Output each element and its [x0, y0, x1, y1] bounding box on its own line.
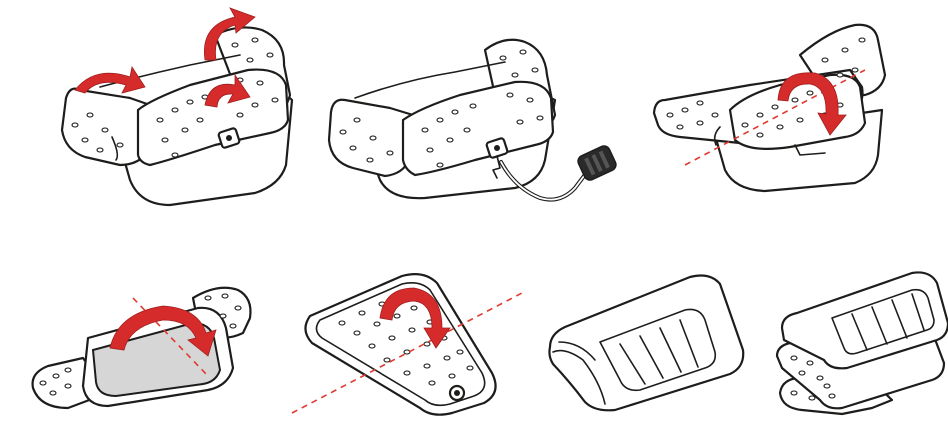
step-7-illustration — [772, 268, 948, 418]
step-5-illustration — [292, 268, 527, 418]
step-7-svg — [772, 268, 948, 418]
socket-hole — [454, 390, 460, 396]
step-1-illustration — [40, 5, 310, 215]
step-6-illustration — [545, 272, 750, 412]
folded-pad — [549, 276, 743, 411]
curved-arrow-icon — [75, 67, 145, 93]
step-4-svg — [28, 278, 258, 413]
step-6-svg — [545, 272, 750, 412]
socket-hole — [494, 145, 500, 151]
step-3-illustration — [650, 15, 940, 200]
step-2-illustration — [325, 20, 625, 210]
step-2-svg — [325, 20, 625, 210]
step-5-svg — [292, 268, 527, 418]
step-4-illustration — [28, 278, 258, 413]
step-3-svg — [650, 15, 940, 200]
step-1-svg — [40, 5, 310, 215]
socket-hole — [226, 135, 232, 141]
